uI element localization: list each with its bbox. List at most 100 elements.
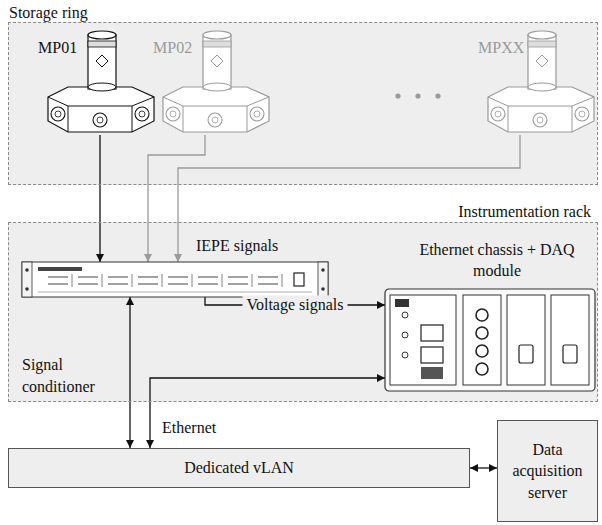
sensor-connector-pin xyxy=(55,111,61,117)
node-label: MP01 xyxy=(38,37,77,59)
status-led xyxy=(402,312,408,318)
panel-line xyxy=(38,292,312,293)
sensor-connector-pin xyxy=(170,111,176,117)
conditioner-illustration xyxy=(22,262,328,297)
connector xyxy=(99,135,100,262)
sensor-connector xyxy=(93,113,107,127)
module-slot xyxy=(551,295,589,385)
sensor-collar xyxy=(528,83,556,91)
channel-mark xyxy=(78,277,98,278)
channel-mark xyxy=(78,284,98,285)
sensor-band xyxy=(203,41,231,47)
daq-illustration xyxy=(385,285,595,395)
sensor-body xyxy=(163,87,269,132)
channel-divider xyxy=(192,274,193,287)
node-label: MP02 xyxy=(153,37,192,59)
channel-divider xyxy=(222,274,223,287)
sensor-logo xyxy=(211,55,223,67)
channel-mark xyxy=(198,284,218,285)
sensor-housing xyxy=(528,35,556,89)
sensor-cap xyxy=(528,31,556,39)
rack-hole xyxy=(25,268,29,272)
region-fill xyxy=(8,22,598,185)
rack-hole xyxy=(25,287,29,291)
controller-unit xyxy=(390,295,456,385)
sensor-body xyxy=(488,87,594,132)
accelerometer: MPXX xyxy=(478,25,602,135)
region-fill xyxy=(8,222,598,402)
node-label: Ethernet chassis + DAQ module xyxy=(399,239,595,282)
chassis-frame xyxy=(385,289,595,391)
sensor-logo xyxy=(96,55,108,67)
channel-mark xyxy=(48,277,68,278)
sensor-edge xyxy=(488,97,594,132)
rack-hole xyxy=(321,287,325,291)
sensor-connector xyxy=(533,113,547,127)
sensor-edge xyxy=(48,97,154,132)
sensor-connector-pin xyxy=(97,117,103,123)
region-heading: Storage ring xyxy=(9,2,88,24)
channel-divider xyxy=(282,274,283,287)
channel-mark xyxy=(108,284,128,285)
channel-mark xyxy=(198,277,218,278)
connector xyxy=(150,378,385,448)
power-connector xyxy=(421,367,443,379)
sensor-housing xyxy=(203,35,231,89)
sensor-housing xyxy=(88,35,116,89)
sensor-connector-pin xyxy=(579,111,585,117)
module-port xyxy=(519,345,533,363)
signal-label: Ethernet xyxy=(162,418,216,437)
channel-mark xyxy=(108,277,128,278)
accelerometer: MP01 xyxy=(38,25,162,135)
rack-ear xyxy=(22,262,32,297)
channel-mark xyxy=(48,284,68,285)
node-label: Signal conditioner xyxy=(22,354,132,397)
sensor-band xyxy=(528,41,556,47)
ellipsis-dot xyxy=(435,93,440,98)
bnc-connector xyxy=(476,345,488,357)
channel-mark xyxy=(258,277,278,278)
signal-label: IEPE signals xyxy=(196,236,278,255)
region-heading: Instrumentation rack xyxy=(458,201,591,223)
channel-divider xyxy=(132,274,133,287)
module-slot xyxy=(463,295,501,385)
sensor-collar xyxy=(203,83,231,91)
sensor-cap xyxy=(203,31,231,39)
status-led xyxy=(402,332,408,338)
module-slot xyxy=(507,295,545,385)
module-port xyxy=(563,345,577,363)
channel-divider xyxy=(72,274,73,287)
sensor-connector xyxy=(208,113,222,127)
channel-mark xyxy=(138,277,158,278)
ethernet-port xyxy=(421,325,443,341)
sensor-connector xyxy=(135,107,149,121)
connector xyxy=(129,297,130,448)
sensor-connector xyxy=(250,107,264,121)
sensor-band xyxy=(88,41,116,47)
bnc-connector xyxy=(476,327,488,339)
storage-ring-region: MP01MP02MPXXStorage ring xyxy=(8,22,598,185)
network-box: Dedicated vLAN xyxy=(8,448,470,488)
rack-panel xyxy=(22,262,328,297)
channel-divider xyxy=(162,274,163,287)
channel-mark xyxy=(258,284,278,285)
ellipsis-dot xyxy=(415,93,420,98)
signal-conditioner: Signal conditioner xyxy=(22,262,328,297)
server-box: Data acquisition server xyxy=(497,420,598,522)
node-label: Dedicated vLAN xyxy=(184,457,294,479)
bnc-connector xyxy=(476,309,488,321)
channel-divider xyxy=(102,274,103,287)
sensor-collar xyxy=(88,83,116,91)
sensor-connector xyxy=(166,107,180,121)
ethernet-port xyxy=(421,347,443,363)
node-label: Data acquisition server xyxy=(504,439,591,504)
rack-hole xyxy=(321,268,325,272)
power-switch xyxy=(294,273,304,286)
rack-ear xyxy=(318,262,328,297)
sensor-body xyxy=(48,87,154,132)
sensor-connector xyxy=(491,107,505,121)
accelerometer: MP02 xyxy=(153,25,277,135)
sensor-connector xyxy=(575,107,589,121)
